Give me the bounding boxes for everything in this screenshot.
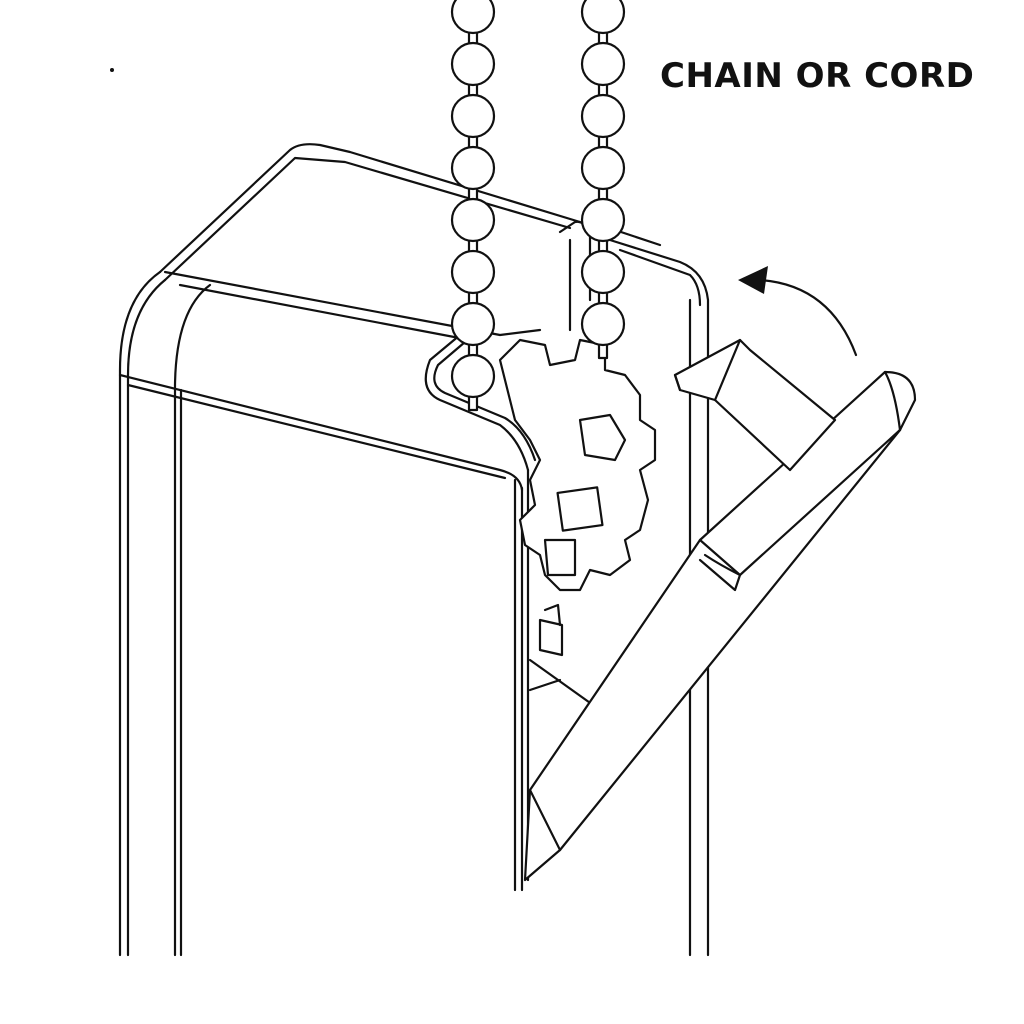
chain-bead xyxy=(580,145,626,191)
chain-bead xyxy=(580,0,626,35)
sprocket xyxy=(498,338,657,712)
chain-bead xyxy=(450,93,496,139)
open-cover-flap xyxy=(523,338,917,882)
chain-bead xyxy=(580,197,626,243)
chain-bead xyxy=(450,249,496,295)
dot xyxy=(110,68,114,72)
chain-or-cord-label: CHAIN OR CORD xyxy=(660,56,975,96)
chain-bead xyxy=(450,0,496,35)
chain-bead xyxy=(450,145,496,191)
chain-bead xyxy=(580,93,626,139)
chain-bead xyxy=(580,301,626,347)
chain-bead xyxy=(580,249,626,295)
chain-bead xyxy=(450,197,496,243)
chain-bead xyxy=(450,41,496,87)
chain-bead xyxy=(450,353,496,399)
bead-chains xyxy=(450,0,626,412)
chain-bead xyxy=(450,301,496,347)
chain-bead xyxy=(580,41,626,87)
curved-arrow-icon xyxy=(738,266,858,357)
